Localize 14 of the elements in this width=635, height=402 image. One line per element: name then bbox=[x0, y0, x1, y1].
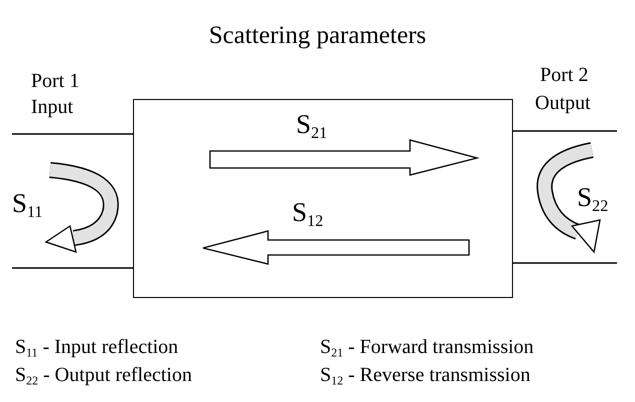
parameter-label: S$_{11}$ bbox=[12, 188, 43, 220]
parameter-label: S$_{12}$ bbox=[292, 197, 324, 228]
port-label: Input bbox=[31, 96, 74, 119]
definition-text: S$_{12}$ - Reverse transmission bbox=[320, 364, 530, 387]
title: Scattering parameters bbox=[208, 22, 428, 51]
port-label: Port 1 bbox=[31, 70, 80, 93]
definition-text: S$_{22}$ - Output reflection bbox=[15, 364, 192, 387]
parameter-label: S$_{21}$ bbox=[296, 109, 328, 140]
definition-text: S$_{21}$ - Forward transmission bbox=[320, 336, 534, 359]
definition-text: S$_{11}$ - Input reflection bbox=[15, 336, 178, 359]
port-label: Output bbox=[535, 92, 591, 115]
two-port-network-box bbox=[133, 99, 513, 298]
parameter-label: S$_{22}$ bbox=[577, 182, 608, 214]
port-label: Port 2 bbox=[540, 64, 588, 87]
